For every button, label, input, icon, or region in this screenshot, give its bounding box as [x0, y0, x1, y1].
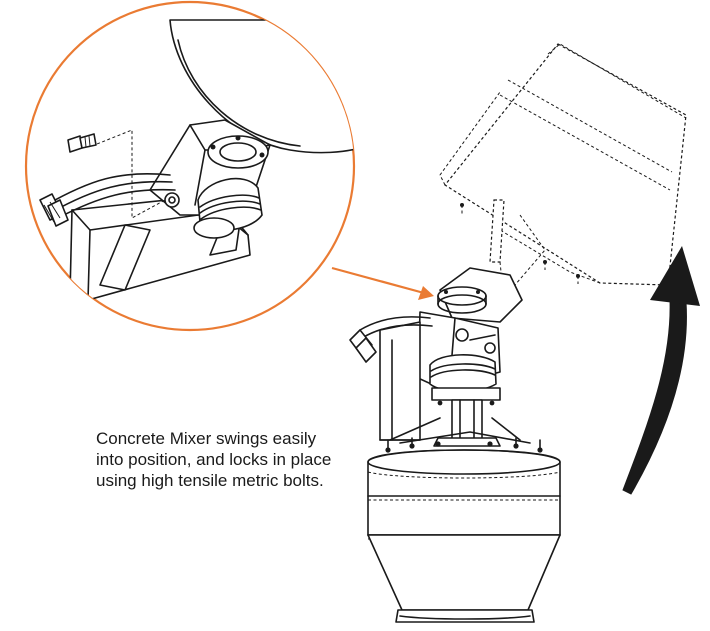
caption-text: Concrete Mixer swings easily into positi… [96, 428, 366, 491]
caption-line-1: Concrete Mixer swings easily [96, 429, 317, 448]
bolt-icon [67, 133, 97, 153]
tilted-drum [439, 43, 687, 311]
caption-line-2: into position, and locks in place [96, 450, 332, 469]
curved-arrow-up-icon [622, 246, 700, 495]
pedestal [389, 399, 531, 447]
mount-plate [349, 316, 433, 441]
base-drum [367, 437, 561, 623]
concrete-mixer-drawing [349, 43, 687, 623]
detail-magnifier [24, 0, 356, 332]
callout-arrow-icon [331, 266, 434, 300]
gearbox-head [417, 267, 523, 406]
caption-line-3: using high tensile metric bolts. [96, 471, 324, 490]
